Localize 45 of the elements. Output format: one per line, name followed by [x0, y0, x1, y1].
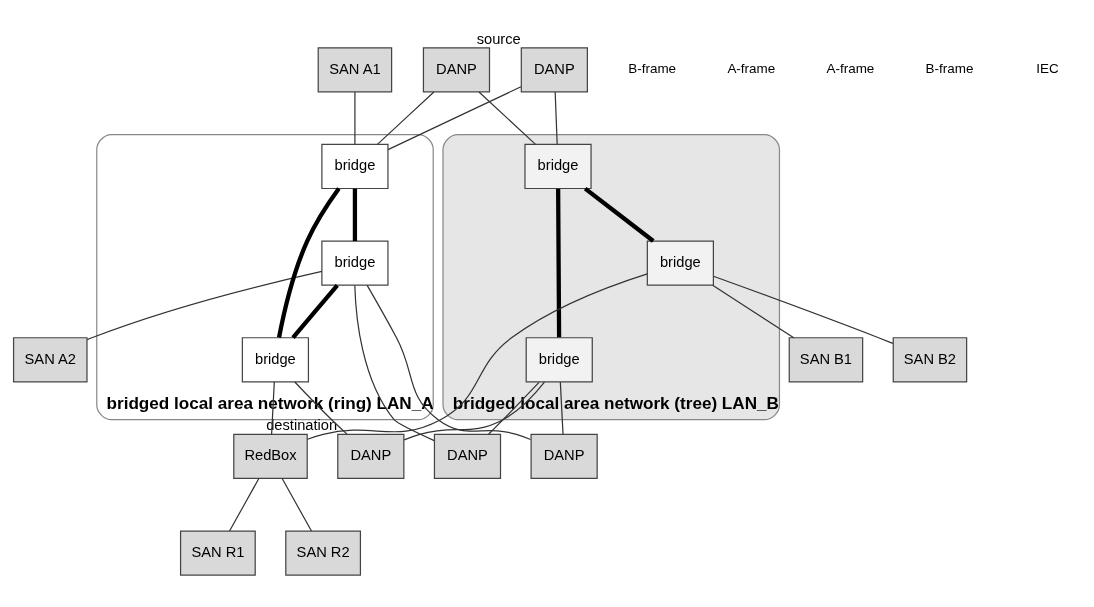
connector — [354, 284, 435, 442]
node-box: DANP — [433, 433, 502, 480]
node-box: DANP — [520, 47, 588, 93]
node-box: RedBox — [233, 433, 308, 480]
connector — [306, 273, 648, 440]
connector — [276, 187, 341, 338]
connector — [478, 91, 537, 145]
node-label: source — [476, 30, 521, 47]
connector — [556, 188, 562, 338]
connector — [583, 186, 655, 243]
connector — [403, 381, 546, 441]
connector — [86, 270, 323, 341]
label: B-frame — [925, 61, 974, 77]
node-box: SAN B1 — [788, 337, 864, 383]
connector — [376, 91, 435, 145]
node-box: bridge — [241, 337, 310, 383]
connector — [291, 283, 339, 340]
node-box: SAN R2 — [285, 530, 362, 576]
connector — [712, 284, 795, 339]
connector — [487, 381, 540, 435]
connector — [366, 284, 532, 441]
node-box: bridge — [321, 240, 389, 286]
node-box: bridge — [525, 337, 593, 383]
node-box: bridge — [321, 143, 389, 190]
node-box: SAN A1 — [317, 47, 393, 93]
connector — [387, 86, 522, 151]
connector — [352, 188, 358, 242]
label: A-frame — [826, 61, 875, 77]
connector — [559, 381, 564, 435]
connector — [281, 477, 313, 532]
node-box: SAN R1 — [179, 530, 256, 576]
label: B-frame — [628, 61, 677, 77]
node-box: bridge — [524, 143, 592, 190]
node-box: bridge — [646, 240, 714, 286]
node-box: DANP — [530, 433, 598, 480]
node-box: SAN B2 — [892, 337, 968, 383]
connector — [554, 91, 558, 145]
connector — [712, 275, 894, 345]
node-box: DANP — [337, 433, 405, 480]
label: IEC — [1036, 61, 1059, 77]
connector — [354, 91, 356, 145]
node-box: DANP — [422, 47, 491, 93]
connector — [228, 477, 260, 532]
label: A-frame — [727, 61, 776, 77]
node-box: SAN A2 — [12, 337, 88, 383]
